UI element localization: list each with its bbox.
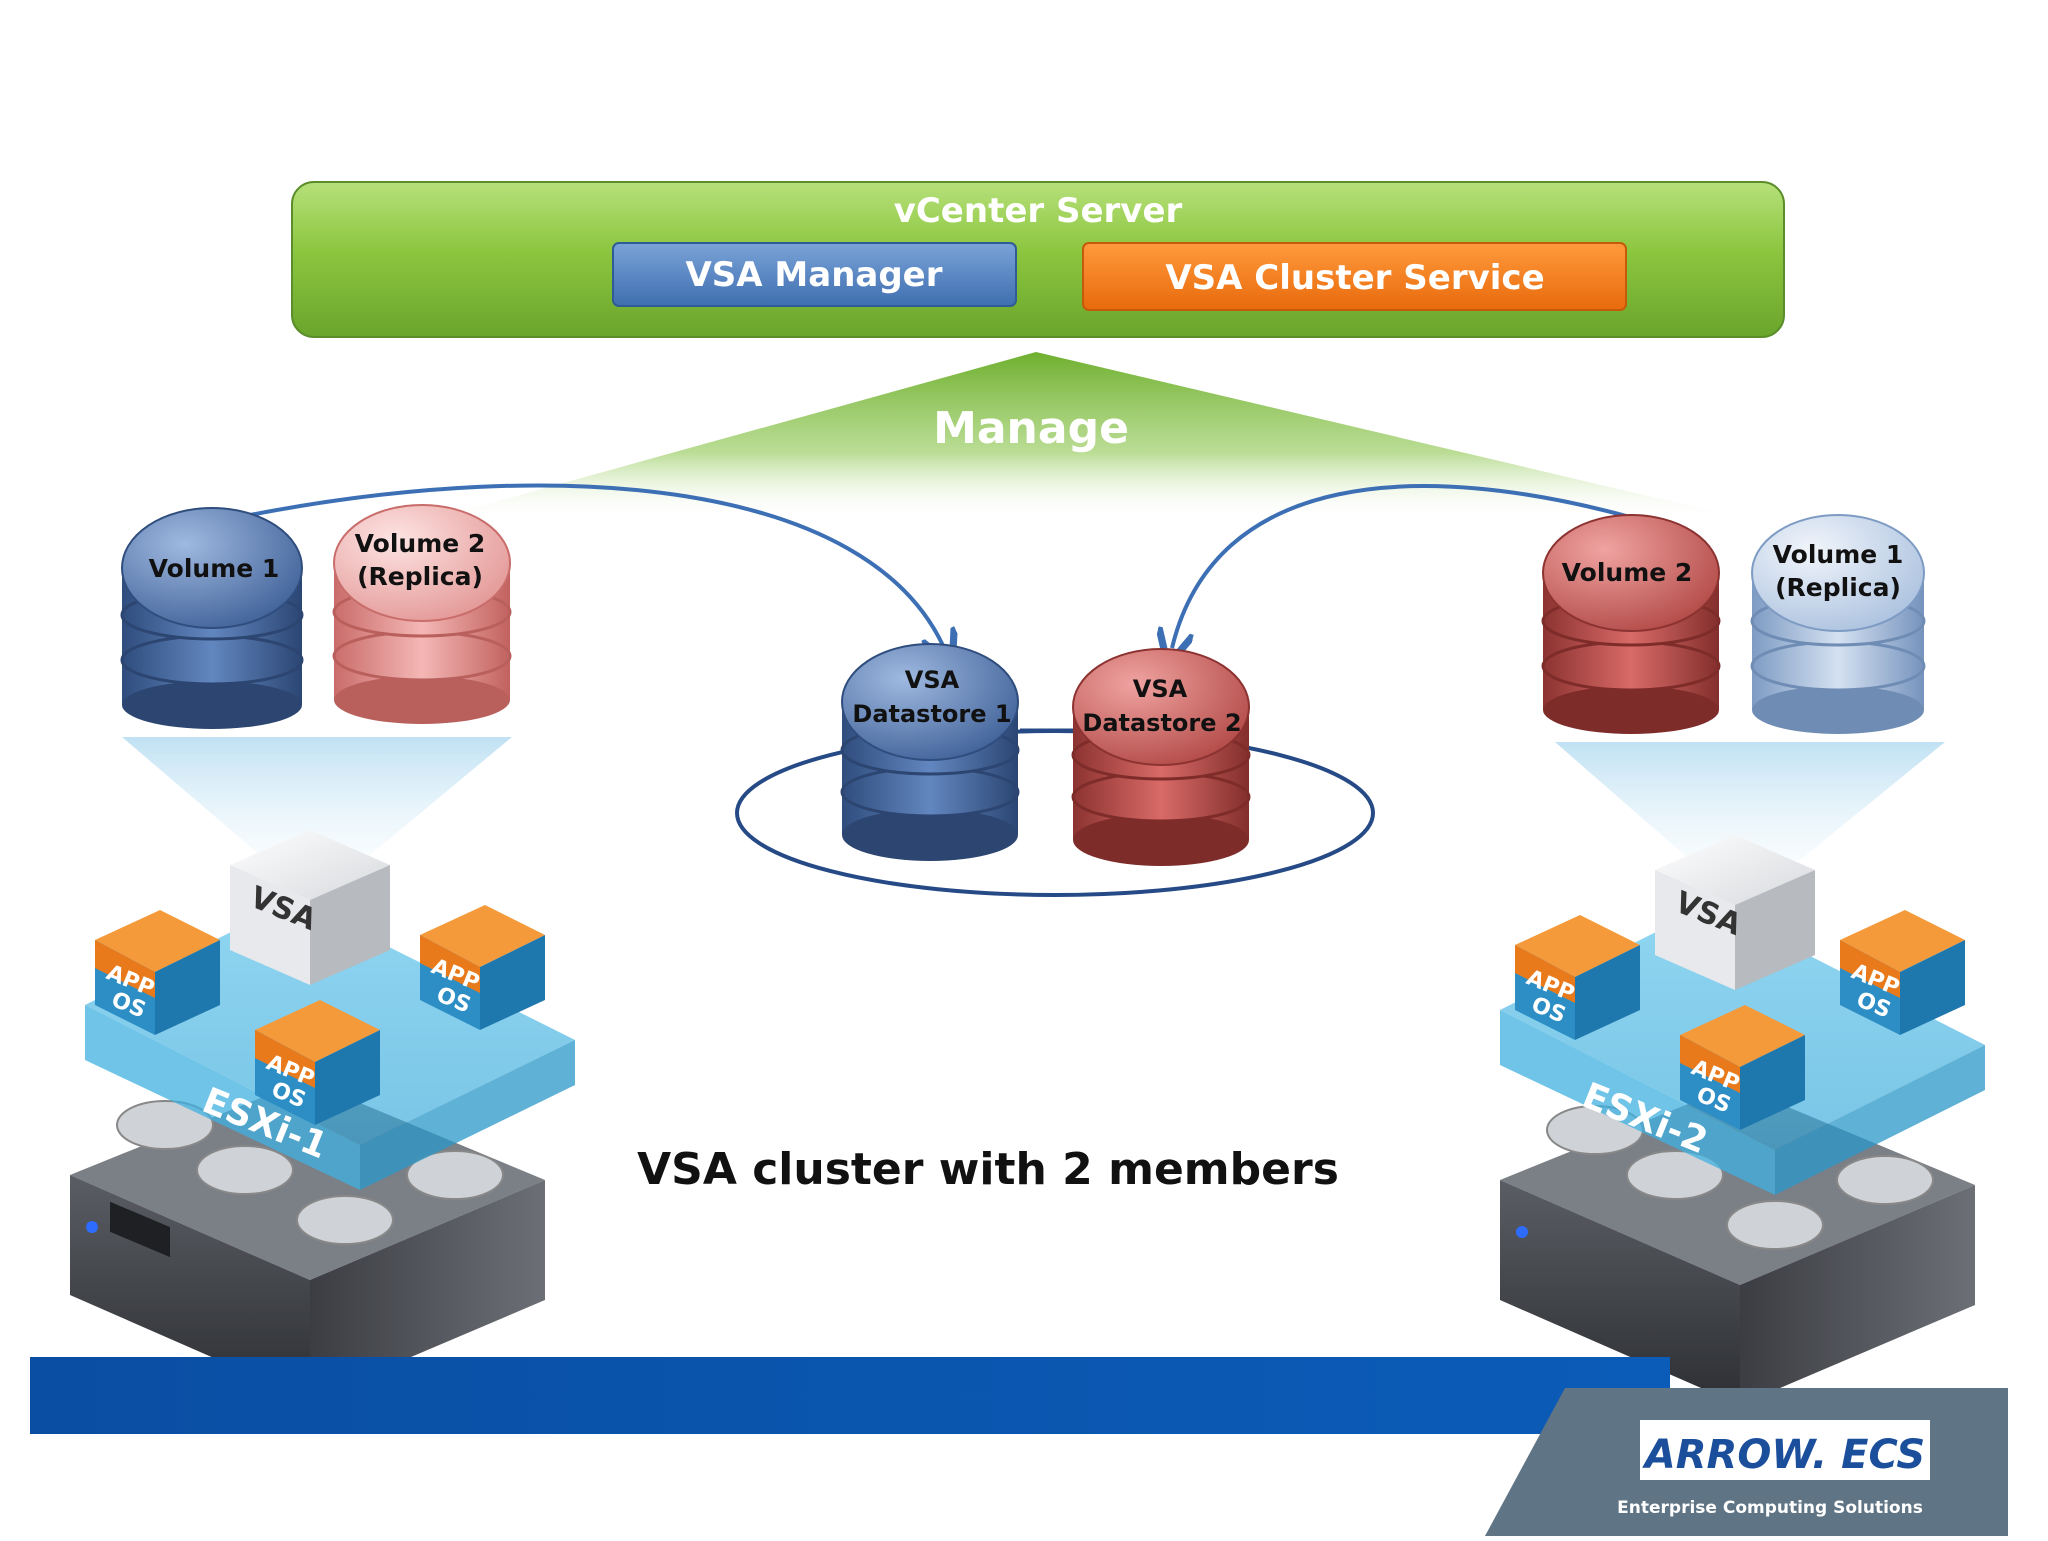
host1-volume-replica: Volume 2 (Replica) (332, 504, 512, 724)
host1-disk-icon (196, 1145, 294, 1195)
vsa-datastore-2: VSA Datastore 2 (1071, 648, 1251, 866)
datastore-1-line2: Datastore 1 (852, 700, 1011, 728)
host2-disk-icon (1626, 1150, 1724, 1200)
brand-tagline: Enterprise Computing Solutions (1617, 1498, 1923, 1518)
footer-band (30, 1357, 1670, 1434)
brand-logo-plate (1640, 1420, 1930, 1480)
host2-volume-primary-label: Volume 2 (1562, 558, 1693, 587)
datastore-2-line1: VSA (1133, 675, 1188, 703)
esxi-host-2: ESXi-2 VSA APP OS APP OS (1500, 835, 1985, 1405)
host1-disk-icon (296, 1195, 394, 1245)
diagram-caption: VSA cluster with 2 members (637, 1144, 1339, 1195)
host2-vsa-appliance: VSA (1655, 835, 1815, 990)
vsa-cluster-service-box: VSA Cluster Service (1082, 242, 1627, 311)
host1-volume-replica-line2: (Replica) (357, 562, 483, 591)
vcenter-server-box: vCenter Server VSA Manager VSA Cluster S… (291, 181, 1785, 338)
vsa-manager-label: VSA Manager (685, 255, 942, 295)
host2-vm-right: APP OS (1840, 910, 1965, 1035)
host1-server (70, 1080, 545, 1400)
host1-vm-right: APP OS (420, 905, 545, 1030)
host2-disk-icon (1836, 1155, 1934, 1205)
vsa-datastore-1: VSA Datastore 1 (840, 643, 1020, 861)
host1-vsa-appliance: VSA (230, 830, 390, 985)
host1-vm-left: APP OS (95, 910, 220, 1035)
cluster-ring (735, 729, 1375, 897)
arrow-volume1-to-datastore1 (249, 483, 945, 650)
host2-power-led (1516, 1226, 1528, 1238)
host1-vm-center: APP OS (255, 1000, 380, 1125)
datastore-2-line2: Datastore 2 (1082, 709, 1241, 737)
host1-disk-icon (406, 1150, 504, 1200)
brand-logo-block: ARROW. ECS Enterprise Computing Solution… (1485, 1388, 2008, 1536)
vsa-manager-box: VSA Manager (612, 242, 1017, 307)
host2-server (1500, 1085, 1975, 1405)
host2-beam (1555, 742, 1945, 860)
vsa-cluster-service-label: VSA Cluster Service (1165, 258, 1544, 298)
arrow-volume2-to-datastore2 (1172, 484, 1631, 648)
host1-volume-replica-line1: Volume 2 (355, 529, 486, 558)
host1-beam (122, 737, 512, 855)
host1-volume-primary-label: Volume 1 (149, 554, 280, 583)
host1-disk-icon (116, 1100, 214, 1150)
vcenter-title: vCenter Server (894, 191, 1183, 231)
brand-logo: ARROW. ECS (1642, 1432, 1925, 1478)
host2-volume-replica: Volume 1 (Replica) (1750, 514, 1926, 734)
manage-triangle: Manage (430, 352, 1750, 520)
manage-label: Manage (933, 403, 1129, 454)
host1-power-led (86, 1221, 98, 1233)
esxi-host-1: ESXi-1 VSA APP OS APP OS (70, 830, 575, 1400)
host2-volume-replica-line1: Volume 1 (1773, 540, 1904, 569)
host2-disk-icon (1726, 1200, 1824, 1250)
host1-volume-primary: Volume 1 (120, 507, 304, 729)
host2-volume-primary: Volume 2 (1541, 514, 1721, 734)
host2-vm-left: APP OS (1515, 915, 1640, 1040)
datastore-1-line1: VSA (905, 666, 960, 694)
host2-volume-replica-line2: (Replica) (1775, 573, 1901, 602)
